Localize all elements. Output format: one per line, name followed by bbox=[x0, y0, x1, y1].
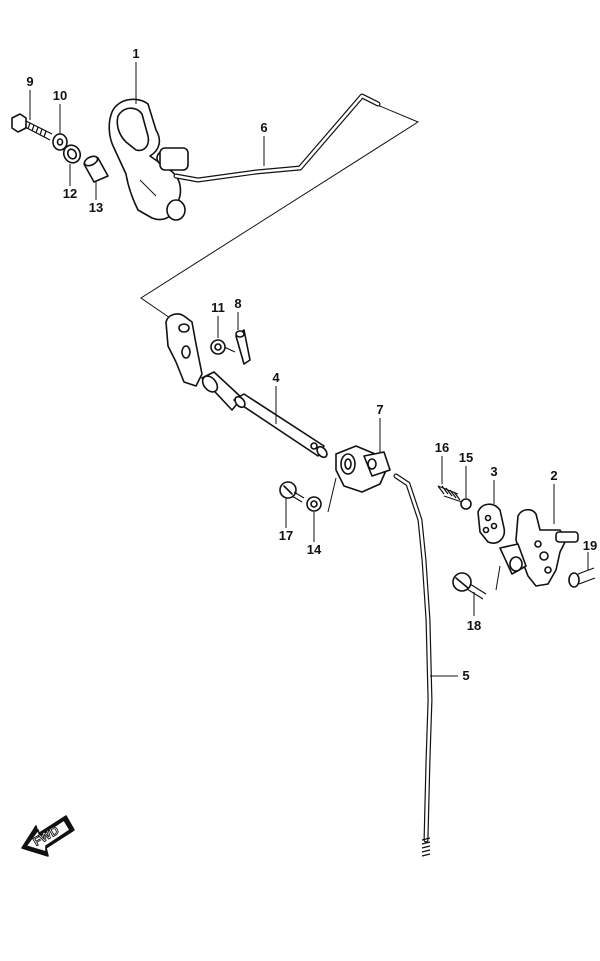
part-7-connector bbox=[327, 445, 391, 513]
part-12-ring bbox=[62, 144, 82, 164]
callout-13: 13 bbox=[89, 200, 103, 215]
callout-11: 11 bbox=[211, 300, 225, 315]
part-18-bolt bbox=[452, 572, 487, 600]
callout-7: 7 bbox=[376, 402, 383, 417]
callout-9: 9 bbox=[26, 74, 33, 89]
callout-12: 12 bbox=[63, 186, 77, 201]
part-17-bolt bbox=[279, 481, 305, 503]
part-4-shift-shaft bbox=[165, 313, 328, 459]
callout-10: 10 bbox=[53, 88, 67, 103]
part-3-detent-plate bbox=[477, 503, 506, 544]
callout-3: 3 bbox=[490, 464, 497, 479]
part-14-washer bbox=[306, 496, 322, 512]
part-16-spring bbox=[437, 485, 463, 503]
part-1-clutch-lever bbox=[108, 98, 189, 221]
callout-18: 18 bbox=[467, 618, 481, 633]
callout-17: 17 bbox=[279, 528, 293, 543]
part-15-ball bbox=[460, 498, 472, 510]
fwd-arrow-icon: FWD bbox=[21, 815, 75, 857]
part-2-shift-cam bbox=[495, 508, 579, 591]
part-10-washer bbox=[52, 133, 68, 151]
part-9-bolt bbox=[11, 113, 53, 141]
part-11-washer bbox=[210, 339, 226, 355]
callout-14: 14 bbox=[307, 542, 322, 557]
part-8-cotter-pin bbox=[235, 329, 251, 365]
part-19-screw bbox=[568, 567, 596, 588]
callout-19: 19 bbox=[583, 538, 597, 553]
callout-6: 6 bbox=[260, 120, 267, 135]
callout-4: 4 bbox=[272, 370, 280, 385]
callout-labels: 1 2 3 4 5 6 7 8 9 10 11 12 13 14 15 16 1… bbox=[26, 46, 597, 683]
callout-15: 15 bbox=[459, 450, 473, 465]
callout-2: 2 bbox=[550, 468, 557, 483]
callout-8: 8 bbox=[234, 296, 241, 311]
callout-16: 16 bbox=[435, 440, 449, 455]
callout-1: 1 bbox=[132, 46, 139, 61]
leader-lines bbox=[29, 62, 589, 677]
part-13-bushing bbox=[83, 155, 109, 183]
part-6-upper-rod bbox=[173, 93, 381, 183]
callout-5: 5 bbox=[462, 668, 469, 683]
part-5-clutch-rod bbox=[393, 473, 433, 857]
